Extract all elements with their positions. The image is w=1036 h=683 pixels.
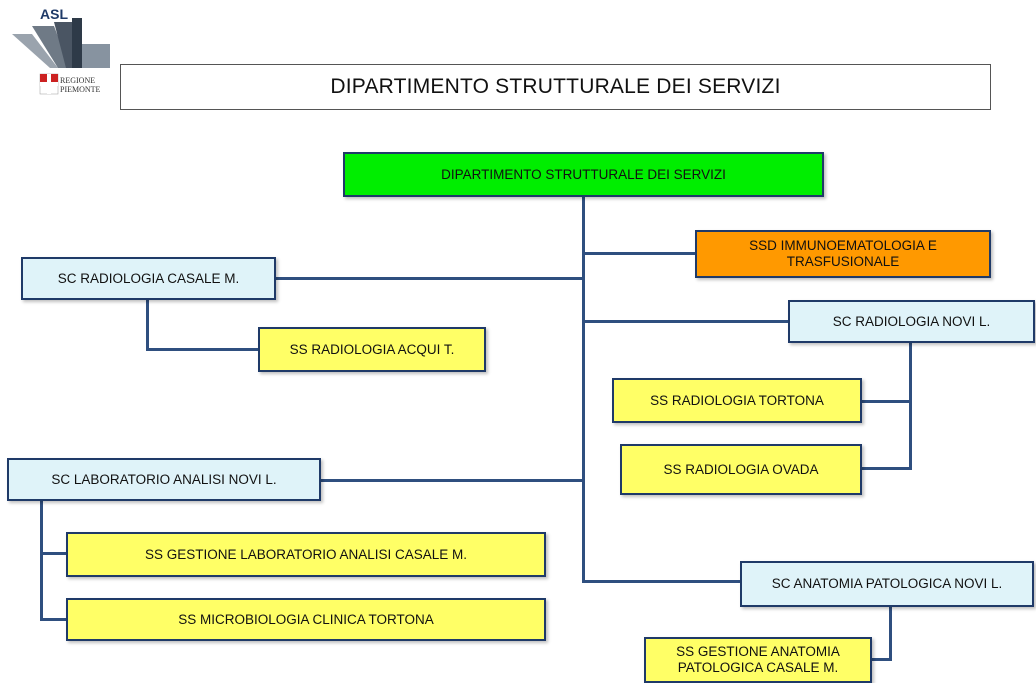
node-sc-anatomia-novi-label: SC ANATOMIA PATOLOGICA NOVI L.: [771, 576, 1003, 592]
connector-acqui: [146, 348, 260, 351]
node-ss-microbiologia: SS MICROBIOLOGIA CLINICA TORTONA: [66, 598, 546, 641]
node-ss-radiologia-tortona-label: SS RADIOLOGIA TORTONA: [650, 392, 824, 408]
node-ss-gestione-anatomia-line2: PATOLOGICA CASALE M.: [677, 660, 839, 675]
logo-region-line2: PIEMONTE: [60, 85, 101, 94]
connector-laboratorio-down: [40, 500, 43, 620]
root-node-label: DIPARTIMENTO STRUTTURALE DEI SERVIZI: [441, 166, 726, 182]
node-ss-microbiologia-label: SS MICROBIOLOGIA CLINICA TORTONA: [178, 611, 434, 627]
node-ss-radiologia-acqui: SS RADIOLOGIA ACQUI T.: [258, 327, 486, 372]
node-ss-radiologia-tortona: SS RADIOLOGIA TORTONA: [612, 378, 862, 423]
node-ss-gestione-anatomia: SS GESTIONE ANATOMIA PATOLOGICA CASALE M…: [644, 637, 872, 683]
asl-logo: ASL REGIONE PIEMONTE: [10, 4, 115, 106]
connector-ovada: [860, 467, 912, 470]
node-sc-laboratorio-novi: SC LABORATORIO ANALISI NOVI L.: [7, 458, 321, 501]
node-ss-radiologia-ovada-label: SS RADIOLOGIA OVADA: [663, 461, 819, 477]
connector-gestione-anatomia: [870, 658, 892, 661]
node-sc-radiologia-novi-label: SC RADIOLOGIA NOVI L.: [832, 313, 991, 329]
node-ss-radiologia-ovada: SS RADIOLOGIA OVADA: [620, 444, 862, 495]
connector-gestione-lab: [40, 552, 68, 555]
node-ssd-immunoematologia: SSD IMMUNOEMATOLOGIA E TRASFUSIONALE: [695, 230, 991, 278]
connector-radiologia-novi: [582, 320, 790, 323]
logo-asl-text: ASL: [40, 6, 68, 22]
page-title-box: DIPARTIMENTO STRUTTURALE DEI SERVIZI: [120, 64, 991, 110]
connector-anatomia-down: [889, 605, 892, 660]
node-ss-gestione-anatomia-line1: SS GESTIONE ANATOMIA: [676, 644, 840, 660]
main-trunk-line: [582, 196, 585, 582]
node-ss-gestione-laboratorio: SS GESTIONE LABORATORIO ANALISI CASALE M…: [66, 532, 546, 577]
node-sc-laboratorio-novi-label: SC LABORATORIO ANALISI NOVI L.: [51, 471, 277, 487]
node-sc-radiologia-novi: SC RADIOLOGIA NOVI L.: [788, 300, 1035, 343]
node-sc-radiologia-casale-label: SC RADIOLOGIA CASALE M.: [57, 270, 240, 286]
node-sc-anatomia-novi: SC ANATOMIA PATOLOGICA NOVI L.: [740, 561, 1034, 607]
node-ssd-immunoematologia-line2: TRASFUSIONALE: [786, 254, 900, 269]
node-ss-radiologia-acqui-label: SS RADIOLOGIA ACQUI T.: [289, 341, 455, 357]
node-ss-gestione-laboratorio-label: SS GESTIONE LABORATORIO ANALISI CASALE M…: [144, 546, 468, 562]
connector-laboratorio: [320, 479, 585, 482]
root-node: DIPARTIMENTO STRUTTURALE DEI SERVIZI: [343, 152, 824, 197]
connector-radiologia-novi-down: [909, 342, 912, 470]
connector-immuno: [582, 252, 696, 255]
asl-logo-graphic: ASL REGIONE PIEMONTE: [12, 6, 110, 95]
node-sc-radiologia-casale: SC RADIOLOGIA CASALE M.: [21, 257, 276, 300]
connector-tortona: [860, 400, 912, 403]
connector-radiologia-casale-down: [146, 300, 149, 350]
page-title: DIPARTIMENTO STRUTTURALE DEI SERVIZI: [330, 75, 781, 98]
logo-region-line1: REGIONE: [60, 76, 95, 85]
connector-anatomia: [582, 580, 742, 583]
connector-microbiologia: [40, 618, 68, 621]
node-ssd-immunoematologia-line1: SSD IMMUNOEMATOLOGIA E: [749, 238, 937, 254]
connector-radiologia-casale: [275, 277, 585, 280]
